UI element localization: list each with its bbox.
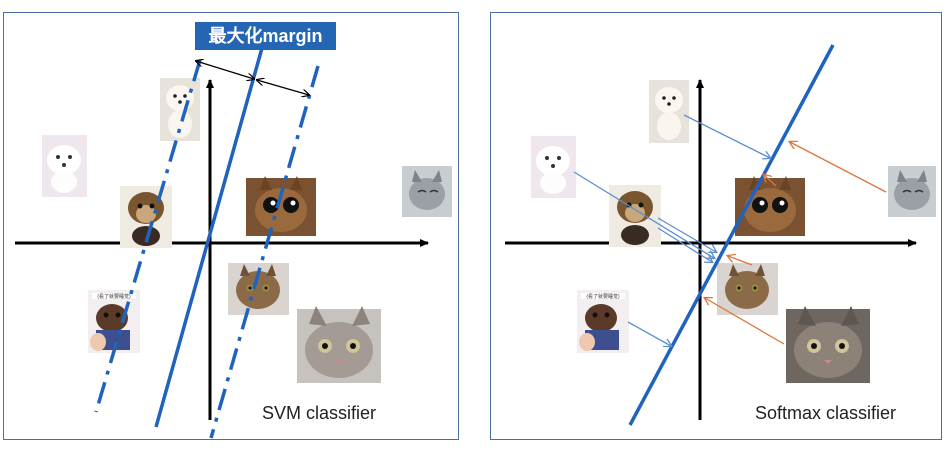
- thumb-cat-big-eyes: [246, 176, 316, 236]
- cat-arrow-cat-big-eyes: [764, 175, 777, 187]
- thumb-white-dog: [531, 136, 576, 198]
- thumb-dog-with-text: (看了就要睡觉): [577, 290, 629, 353]
- thumb-caption: (看了就要睡觉): [97, 293, 131, 300]
- softmax-decision-line: [628, 44, 835, 426]
- dog-arrow-white-dog: [573, 171, 714, 258]
- svm-diagram: (看了就要睡觉): [15, 47, 452, 439]
- margin-label: 最大化margin: [195, 22, 336, 50]
- thumb-tabby-cat: [717, 263, 778, 315]
- thumb-yorkie-dog: [609, 185, 661, 247]
- thumb-cat-big-eyes: [735, 176, 805, 236]
- cat-arrow-gray-cat: [790, 142, 887, 193]
- dog-arrow-white-puppy: [683, 114, 770, 158]
- dog-arrow-yorkie-2: [657, 227, 712, 262]
- softmax-diagram: (看了就要睡觉): [505, 44, 936, 426]
- thumb-dog-with-text: (看了就要睡觉): [88, 290, 140, 353]
- thumb-gray-cat: [888, 166, 936, 217]
- thumb-tabby-cat-closeup: [786, 306, 870, 383]
- cat-arrow-tabby-cat: [728, 256, 753, 266]
- svm-caption: SVM classifier: [262, 403, 377, 423]
- margin-arrow-right: [257, 80, 309, 95]
- thumb-tabby-cat-closeup: [297, 306, 381, 383]
- thumb-white-dog: [42, 135, 87, 197]
- cat-arrow-tabby-closeup: [705, 298, 785, 345]
- thumb-white-puppy: [649, 80, 689, 143]
- svm-margin-line-left: [94, 59, 202, 413]
- svm-decision-line: [154, 47, 264, 428]
- thumb-gray-cat: [402, 166, 452, 217]
- dog-arrow-dog-with-text: [627, 321, 671, 346]
- margin-arrow-left: [196, 61, 254, 79]
- softmax-caption: Softmax classifier: [755, 403, 897, 423]
- thumb-caption: (看了就要睡觉): [586, 293, 620, 300]
- dog-arrow-yorkie-1: [657, 217, 716, 252]
